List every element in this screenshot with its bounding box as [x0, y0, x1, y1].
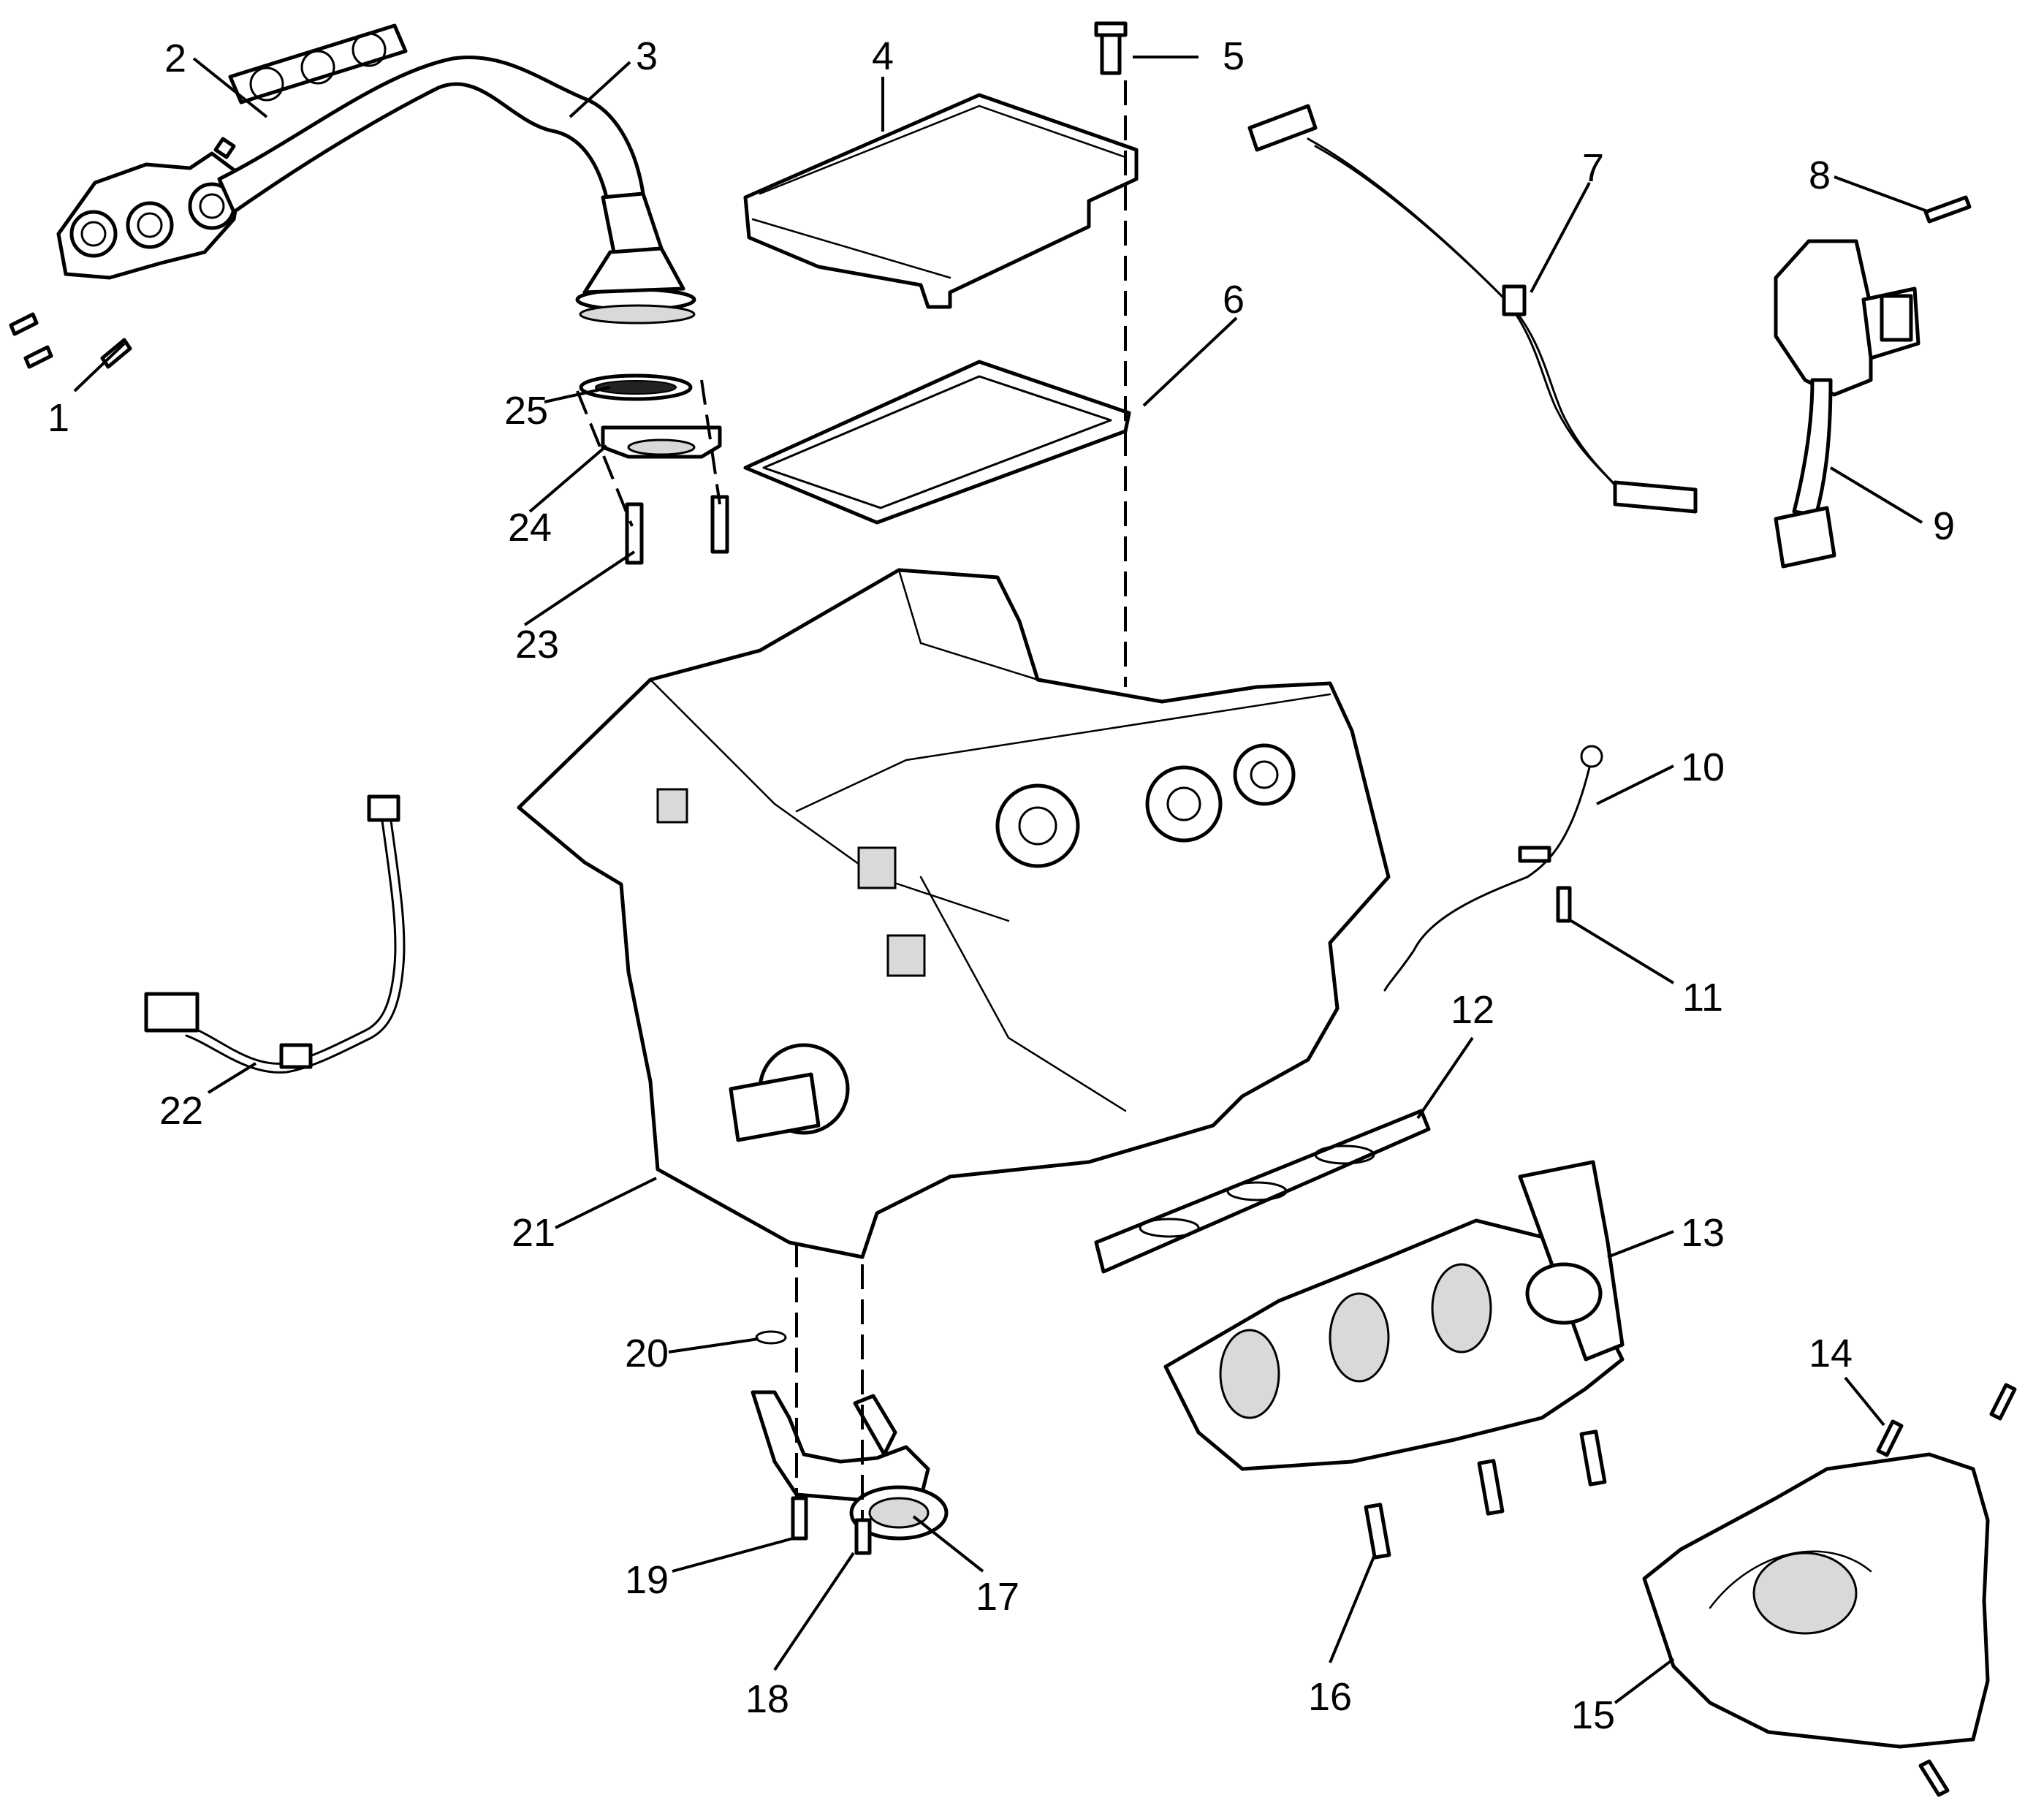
left-exhaust-manifold [56, 137, 243, 280]
egr-pipe [1774, 378, 1836, 569]
callout-labels: 1 2 3 4 5 6 7 8 9 10 11 12 13 14 15 16 1… [48, 34, 1955, 1737]
oil-pickup-tube [751, 1390, 949, 1541]
callout-25: 25 [504, 389, 548, 433]
valve-cover [743, 93, 1139, 309]
callout-16: 16 [1308, 1675, 1352, 1719]
left-manifold-bolts [9, 312, 132, 369]
exhaust-flange [601, 425, 722, 459]
leader-lines [73, 56, 1930, 1704]
valve-cover-bolt [1094, 21, 1128, 75]
dipstick-bolt [1556, 886, 1572, 923]
valve-cover-gasket [743, 360, 1131, 525]
callout-3: 3 [636, 34, 658, 78]
callout-10: 10 [1681, 745, 1725, 789]
wiring-harness [144, 794, 406, 1074]
callout-22: 22 [159, 1089, 203, 1133]
heat-shield-bolts [1876, 1383, 2017, 1797]
exhaust-seal-ring [579, 373, 693, 401]
oil-dipstick [1383, 745, 1603, 992]
callout-15: 15 [1571, 1693, 1615, 1737]
pickup-o-ring [755, 1330, 787, 1345]
heat-shield [1642, 1452, 1990, 1749]
right-exhaust-manifold [1163, 1160, 1625, 1471]
engine-block [517, 568, 1391, 1259]
callout-19: 19 [625, 1558, 669, 1602]
left-exhaust-pipe [217, 56, 696, 324]
callout-7: 7 [1582, 146, 1604, 190]
callout-4: 4 [872, 34, 894, 78]
callout-17: 17 [976, 1575, 1019, 1619]
egr-valve-bracket [1774, 239, 1920, 397]
callout-5: 5 [1223, 34, 1245, 78]
callout-1: 1 [48, 396, 69, 440]
flange-bolts [625, 495, 729, 565]
callout-6: 6 [1223, 278, 1245, 322]
callout-11: 11 [1682, 976, 1723, 1020]
right-manifold-studs [1364, 1430, 1607, 1560]
callout-23: 23 [515, 623, 559, 667]
assembly-lines [576, 80, 1127, 1520]
callout-18: 18 [745, 1677, 789, 1721]
callout-12: 12 [1451, 988, 1494, 1032]
egr-bolt [1923, 195, 1972, 224]
callout-8: 8 [1809, 153, 1831, 197]
callout-21: 21 [512, 1211, 555, 1255]
right-manifold-gasket [1094, 1109, 1431, 1274]
callout-13: 13 [1681, 1211, 1725, 1255]
oxygen-sensor-harness [1247, 104, 1698, 514]
callout-24: 24 [508, 506, 552, 550]
callout-14: 14 [1809, 1332, 1853, 1375]
callout-2: 2 [164, 37, 186, 80]
pickup-bolts [791, 1496, 872, 1555]
callout-9: 9 [1933, 504, 1955, 548]
callout-20: 20 [625, 1332, 669, 1375]
